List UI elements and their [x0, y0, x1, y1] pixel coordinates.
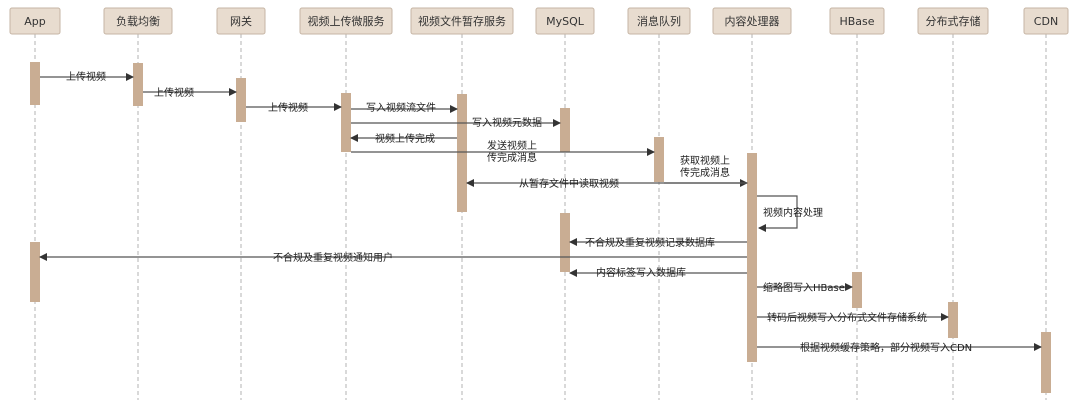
participant-upload: 视频上传微服务 [299, 7, 393, 35]
activation-bar [30, 62, 40, 105]
message-m14: 缩略图写入HBase [757, 281, 853, 294]
message-m1: 上传视频 [40, 70, 134, 83]
participant-box [9, 7, 61, 35]
message-m6: 视频上传完成 [350, 132, 457, 145]
self-message-arrow [757, 195, 798, 232]
message-label: 缩略图写入HBase [763, 281, 845, 294]
message-label: 上传视频 [268, 101, 308, 114]
message-label: 写入视频元数据 [472, 116, 542, 129]
participant-box [1023, 7, 1069, 35]
participant-box [535, 7, 595, 35]
activation-bar [852, 272, 862, 308]
message-m15: 转码后视频写入分布式文件存储系统 [757, 311, 949, 324]
message-label: 上传视频 [66, 70, 106, 83]
activation-bar [560, 213, 570, 272]
participant-box [627, 7, 691, 35]
participant-label: MySQL [546, 15, 585, 28]
participant-cdn: CDN [1023, 7, 1069, 35]
participant-gw: 网关 [216, 7, 266, 35]
participant-box [829, 7, 885, 35]
message-label: 从暂存文件中读取视频 [519, 177, 619, 190]
message-m2: 上传视频 [143, 86, 237, 99]
participant-lb: 负载均衡 [103, 7, 173, 35]
activation-bar [747, 153, 757, 362]
activation-bar [560, 108, 570, 152]
message-label: 根据视频缓存策略，部分视频写入CDN [800, 341, 972, 354]
participant-proc: 内容处理器 [712, 7, 792, 35]
activation-bar [948, 302, 958, 338]
participant-label: 网关 [230, 14, 252, 28]
participant-hbase: HBase [829, 7, 885, 35]
activation-bar [30, 242, 40, 302]
activation-bar [1041, 332, 1051, 393]
activation-bar [457, 94, 467, 212]
participant-box [712, 7, 792, 35]
message-m16: 根据视频缓存策略，部分视频写入CDN [757, 341, 1042, 354]
participant-temp: 视频文件暂存服务 [410, 7, 514, 35]
participant-label: 分布式存储 [926, 14, 981, 28]
activation-bar [133, 63, 143, 106]
message-label: 视频内容处理 [763, 206, 823, 219]
participant-label: 视频文件暂存服务 [418, 14, 506, 28]
message-label: 获取视频上 [680, 154, 730, 167]
message-m3: 上传视频 [246, 101, 342, 114]
message-m4: 写入视频流文件 [351, 101, 458, 114]
participant-label: 负载均衡 [116, 14, 160, 28]
message-label: 视频上传完成 [375, 132, 435, 145]
participant-label: CDN [1034, 15, 1058, 28]
message-label: 传完成消息 [680, 166, 730, 179]
activation-bar [236, 78, 246, 122]
message-m11: 不合规及重复视频记录数据库 [569, 236, 747, 249]
participant-dfs: 分布式存储 [917, 7, 989, 35]
message-m9: 从暂存文件中读取视频 [466, 177, 747, 190]
message-m12: 不合规及重复视频通知用户 [39, 251, 747, 264]
participant-box [917, 7, 989, 35]
participant-mq: 消息队列 [627, 7, 691, 35]
message-label: 发送视频上 [487, 139, 537, 152]
participant-box [410, 7, 514, 35]
activation-bar [341, 93, 351, 152]
message-label: 写入视频流文件 [366, 101, 436, 114]
message-m10: 视频内容处理 [757, 195, 823, 232]
message-label: 传完成消息 [487, 151, 537, 164]
participant-label: 内容处理器 [725, 14, 780, 28]
activation-bar [654, 137, 664, 182]
participant-box [299, 7, 393, 35]
participant-box [216, 7, 266, 35]
message-label: 上传视频 [154, 86, 194, 99]
message-label: 转码后视频写入分布式文件存储系统 [767, 311, 927, 324]
participant-label: App [24, 15, 46, 28]
message-m5: 写入视频元数据 [351, 116, 561, 129]
participant-mysql: MySQL [535, 7, 595, 35]
message-label: 不合规及重复视频通知用户 [273, 251, 393, 264]
message-label: 不合规及重复视频记录数据库 [585, 236, 715, 249]
participant-box [103, 7, 173, 35]
participant-label: HBase [839, 15, 874, 28]
participant-label: 视频上传微服务 [308, 14, 385, 28]
message-label: 内容标签写入数据库 [596, 266, 686, 279]
participant-app: App [9, 7, 61, 35]
participant-label: 消息队列 [637, 14, 681, 28]
message-m13: 内容标签写入数据库 [569, 266, 747, 279]
